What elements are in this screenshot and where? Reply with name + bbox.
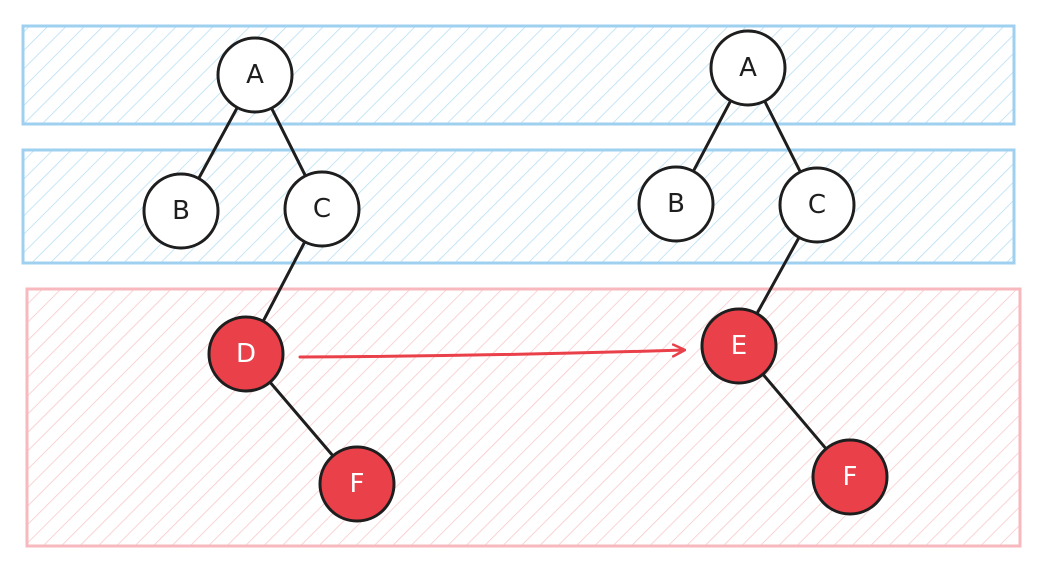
right-edge-a-b <box>690 97 734 175</box>
node-label: F <box>350 469 365 499</box>
node-label: F <box>843 462 858 492</box>
left-edge-c-d <box>260 238 308 325</box>
node-label: A <box>739 53 757 83</box>
node-circle <box>709 29 787 107</box>
node-label: D <box>236 339 256 369</box>
node-circle <box>283 170 361 248</box>
band-level-top <box>21 24 1016 126</box>
node-circle <box>318 445 396 523</box>
right-edge-e-f <box>760 371 829 452</box>
left-node-b: B <box>142 172 220 250</box>
right-node-c: C <box>778 166 856 244</box>
node-label: B <box>172 196 190 226</box>
left-node-c: C <box>283 170 361 248</box>
node-circle <box>216 36 294 114</box>
node-circle <box>811 438 889 516</box>
right-node-e: E <box>700 307 778 385</box>
arrow-layer <box>298 350 684 359</box>
node-circle <box>637 165 715 243</box>
left-edge-a-c <box>269 104 308 180</box>
node-label: C <box>313 194 331 224</box>
right-edge-a-c <box>762 97 803 176</box>
node-circle <box>207 315 285 393</box>
node-label: E <box>731 331 747 361</box>
node-circle <box>778 166 856 244</box>
right-node-b: B <box>637 165 715 243</box>
right-edge-c-e <box>754 234 802 317</box>
left-node-a: A <box>216 36 294 114</box>
right-node-f: F <box>811 438 889 516</box>
left-node-d: D <box>207 315 285 393</box>
node-circle <box>142 172 220 250</box>
left-node-f: F <box>318 445 396 523</box>
edges-layer <box>196 97 829 459</box>
left-edge-d-f <box>267 379 336 459</box>
nodes-layer: A B C D F A B C E F <box>142 29 889 523</box>
right-node-a: A <box>709 29 787 107</box>
left-edge-a-b <box>196 104 240 182</box>
node-label: C <box>808 190 826 220</box>
transition-arrow <box>298 350 684 359</box>
node-label: B <box>667 189 685 219</box>
node-circle <box>700 307 778 385</box>
node-label: A <box>246 60 264 90</box>
